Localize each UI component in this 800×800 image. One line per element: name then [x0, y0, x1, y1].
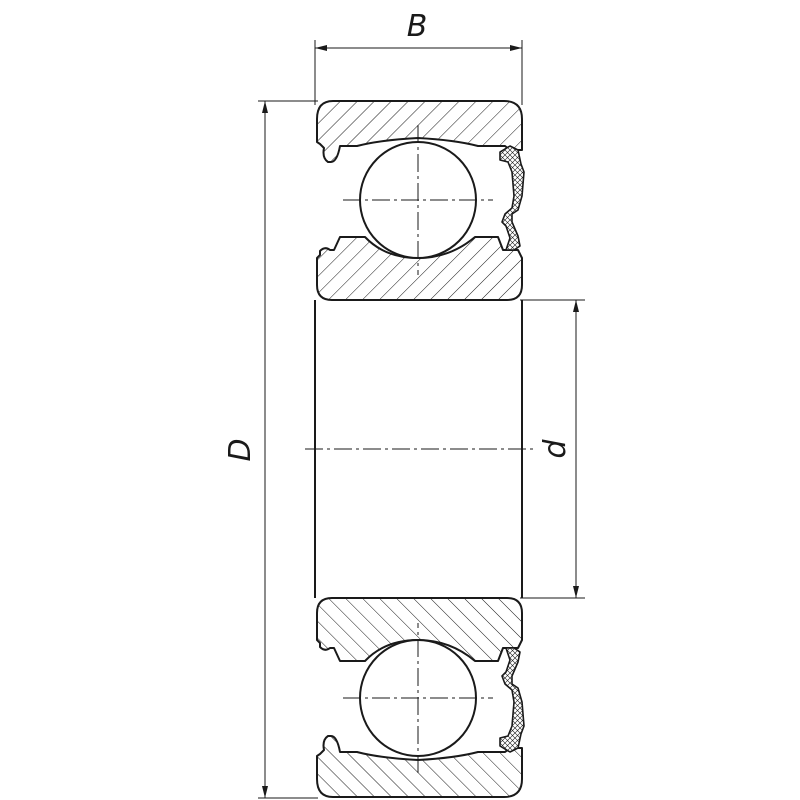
width-dimension: B	[314, 9, 523, 105]
bearing-section-bottom	[316, 597, 525, 798]
seal-bottom	[499, 647, 525, 753]
inner-diameter-label: d	[538, 439, 573, 459]
outer-diameter-dimension: D	[223, 100, 318, 799]
bearing-section-top	[316, 100, 525, 301]
inner-ring-top	[316, 236, 523, 301]
seal-top	[499, 145, 525, 251]
outer-diameter-label: D	[223, 438, 258, 461]
inner-diameter-dimension: d	[520, 299, 585, 599]
width-label: B	[407, 9, 428, 44]
inner-ring-bottom	[316, 597, 523, 662]
